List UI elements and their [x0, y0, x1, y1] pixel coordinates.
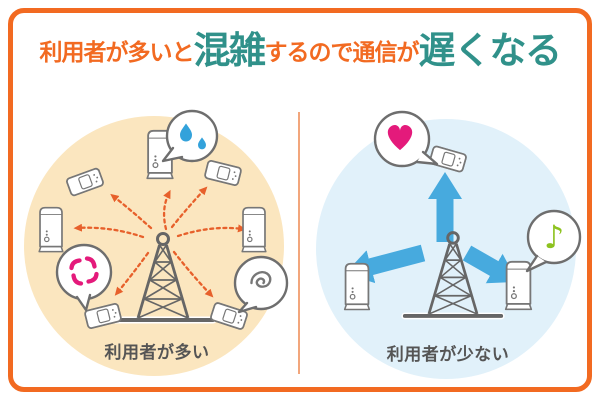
wifi-router-icon-right — [241, 206, 267, 253]
wifi-router-icon-left — [38, 206, 64, 253]
title-segment-orange: 利用者が多いと — [39, 40, 195, 66]
heart-icon — [387, 124, 413, 151]
sweat-bubble — [161, 109, 219, 163]
heart-bubble — [373, 110, 439, 168]
title-segment-teal-osokunaru: 遅くなる — [418, 28, 563, 72]
anger-icon — [69, 256, 99, 286]
panel-divider — [298, 112, 300, 374]
anger-bubble — [55, 243, 113, 312]
right-circle-background — [316, 119, 576, 379]
left-panel-label: 利用者が多い — [104, 343, 210, 363]
few-users-scene: ♪ — [316, 110, 582, 379]
title-segment-orange2: するので通信が — [264, 40, 420, 66]
music-bubble: ♪ — [525, 209, 582, 273]
dizzy-scribble-icon — [250, 270, 272, 288]
page-title: 利用者が多いと 混雑 するので通信が 遅くなる — [0, 22, 600, 78]
congested-signal-arrows — [73, 186, 247, 298]
music-note-icon: ♪ — [544, 218, 564, 256]
sweat-drops-icon — [180, 123, 206, 150]
wifi-router-icon-left — [343, 262, 371, 311]
dizzy-bubble — [233, 255, 289, 314]
fast-signal-arrows — [344, 172, 518, 284]
right-panel-label: 利用者が少ない — [386, 345, 510, 365]
title-segment-teal-konzatsu: 混雑 — [193, 28, 267, 72]
many-users-scene — [24, 109, 289, 376]
